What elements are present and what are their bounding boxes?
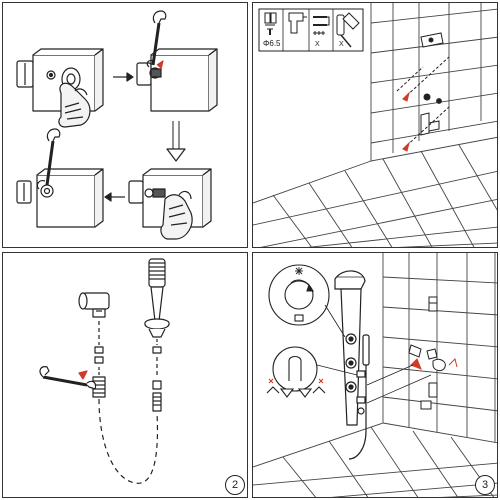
screw-anchor-icon xyxy=(313,16,330,35)
temperature-dial-detail xyxy=(268,264,346,338)
installed-panel-drawing xyxy=(253,253,497,497)
anchor-qty-label: X xyxy=(339,41,344,48)
hose-path xyxy=(98,398,159,484)
tiled-walls xyxy=(253,253,497,497)
step-c-bracket-with-hand xyxy=(128,168,212,240)
screw-qty-label: X xyxy=(315,41,320,48)
diverter-detail xyxy=(366,344,458,410)
wall-mounting-drawing: Φ6.5 X X xyxy=(253,3,497,247)
step-b-bracket-with-wrench xyxy=(136,10,218,112)
panel-holder-assembly xyxy=(2,2,248,248)
hose-end-fitting xyxy=(152,392,162,412)
step-number-3: 3 xyxy=(475,475,495,495)
screwdriver-icon xyxy=(336,12,360,48)
drill-size-label: Φ6.5 xyxy=(263,39,281,48)
wrench-icon xyxy=(39,366,97,390)
arrow-a-to-b xyxy=(113,72,134,82)
hand-shower-drawing xyxy=(39,258,170,484)
wall-elbow-outlet xyxy=(78,292,110,318)
hand-shower xyxy=(144,258,170,338)
drill-icon xyxy=(288,12,307,34)
panel-wall-mounting: Φ6.5 X X xyxy=(252,2,498,248)
tools-box: Φ6.5 X X xyxy=(258,8,364,52)
step-number-2: 2 xyxy=(225,475,245,495)
arrow-c-to-d xyxy=(104,192,125,202)
arrow-b-to-c xyxy=(166,121,186,162)
panel-hand-shower-connection: 2 xyxy=(2,252,248,498)
wall-clip xyxy=(428,296,438,312)
mounting-points xyxy=(396,32,450,152)
step-d-bracket-with-wrench xyxy=(16,128,104,228)
step-a-bracket-with-hand xyxy=(16,48,104,128)
holder-assembly-drawing xyxy=(16,10,218,240)
panel-installed-shower-panel: 3 xyxy=(252,252,498,498)
shower-column-panel xyxy=(334,270,370,460)
tiled-shower-corner xyxy=(253,3,497,247)
mixer-handle-detail xyxy=(266,346,358,398)
drill-bit-icon xyxy=(264,12,277,35)
